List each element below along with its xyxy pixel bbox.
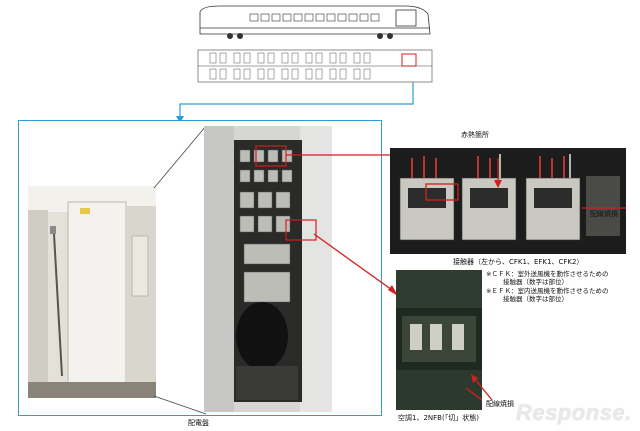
note-efk-line2: 接触器（数字は部位） [503, 295, 568, 303]
wiring-burnout-label-top: 配線焼損 [590, 210, 618, 218]
contactor-photo [390, 148, 626, 254]
corridor-photo [28, 186, 156, 398]
distribution-panel-label: 配電盤 [188, 419, 209, 427]
distribution-panel-photo [204, 126, 332, 412]
nfb-arrow [471, 374, 493, 401]
highlight-connectors [286, 152, 398, 296]
note-efk-line1: ※ＥＦＫ：室内送風機を動作させるための [486, 287, 609, 295]
note-cfk-line2: 接触器（数字は部位） [503, 278, 568, 286]
contactor-caption: 接触器（左から、CFK1、EFK1、CFK2） [453, 258, 584, 266]
wiring-burnout-label-bottom: 配線焼損 [486, 400, 514, 408]
train-car-drawing [197, 5, 433, 83]
zoom-lines [153, 125, 207, 415]
response-watermark: Response. [516, 400, 632, 425]
nfb-caption: 空調1、2NFB(「切」状態) [398, 414, 479, 422]
panel-location-marker [401, 53, 417, 67]
nfb-breaker-photo [396, 270, 482, 410]
note-cfk-line1: ※ＣＦＫ：室外送風機を動作させるための [486, 270, 609, 278]
heat-location-label: 赤熱箇所 [461, 131, 489, 139]
train-side-elevation [199, 5, 431, 35]
connector-arrow [176, 82, 414, 123]
train-floor-plan [197, 49, 433, 83]
